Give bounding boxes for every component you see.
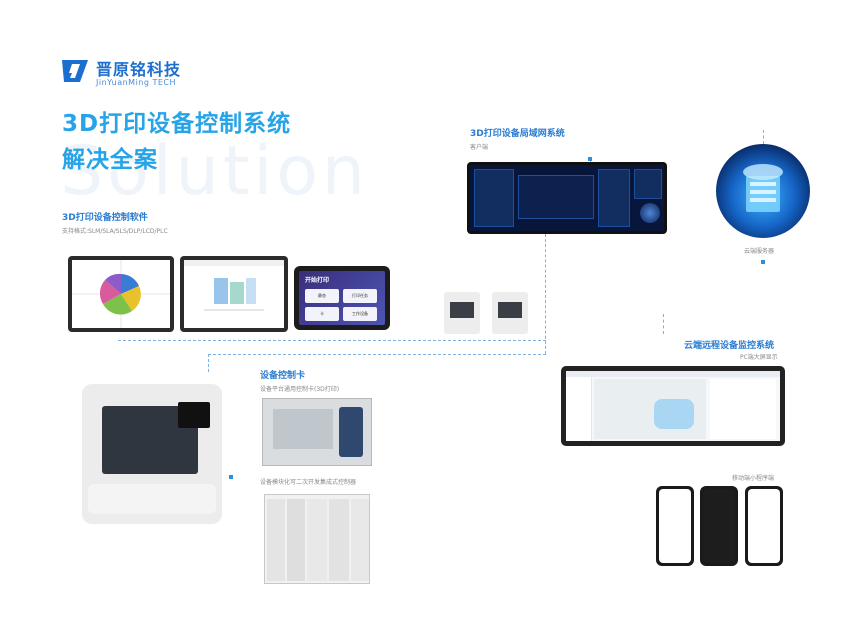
tablet-button-3[interactable]: 卡	[305, 307, 339, 321]
control-card-title: 设备控制卡	[260, 371, 306, 381]
connector-line	[763, 130, 764, 144]
cloud-caption: 云端服务器	[744, 248, 775, 255]
software-subtitle: 支持格式:SLM/SLA/SLS/DLP/LCD/PLC	[62, 228, 168, 235]
node-dot	[229, 475, 233, 479]
hero-title-line2: 解决全案	[62, 147, 158, 173]
tablet-button-4[interactable]: 工作设备	[343, 307, 377, 321]
model-visual	[184, 260, 284, 311]
pie-visual	[72, 260, 170, 328]
remote-dashboard	[561, 366, 785, 446]
modular-controller	[264, 494, 370, 584]
tablet-button-2[interactable]: 打印任务	[343, 289, 377, 303]
industrial-3d-printer	[82, 384, 222, 524]
mobile-phone-1	[656, 486, 694, 566]
software-monitor-1	[68, 256, 174, 332]
mobile-phone-3	[745, 486, 783, 566]
printer-small-2	[492, 292, 528, 334]
controller-caption: 设备模块化可二次开发集成式控制器	[260, 479, 357, 486]
control-tablet: 开始打印 静态 打印任务 卡 工作设备	[294, 266, 390, 330]
lan-title: 3D打印设备局域网系统	[470, 129, 565, 139]
remote-title: 云端远程设备监控系统	[684, 341, 775, 351]
brand-logo-icon	[62, 60, 88, 82]
software-monitor-2	[180, 256, 288, 332]
brand-name-en: JinYuanMing TECH	[96, 78, 177, 87]
tablet-button-1[interactable]: 静态	[305, 289, 339, 303]
connector-line	[118, 340, 546, 341]
connector-line	[208, 354, 546, 355]
solution-watermark: Solution	[60, 132, 370, 211]
node-dot	[761, 260, 765, 264]
control-card-subtitle: 设备平台通用控制卡(3D打印)	[260, 386, 340, 393]
software-title: 3D打印设备控制软件	[62, 213, 148, 223]
connector-line	[545, 234, 546, 354]
remote-subtitle: PC端大屏显示	[740, 354, 778, 361]
mobile-phone-2	[700, 486, 738, 566]
lan-dashboard	[467, 162, 667, 234]
brand-name-cn: 晋原铭科技	[96, 60, 182, 79]
connector-line	[208, 354, 209, 372]
tablet-header: 开始打印	[305, 277, 330, 284]
connector-line	[663, 314, 664, 334]
cloud-server-icon	[716, 144, 810, 238]
control-board	[262, 398, 372, 466]
lan-subtitle: 客户端	[470, 144, 489, 151]
hero-title-line1: 3D打印设备控制系统	[62, 111, 292, 137]
mobile-caption: 移动端小程序端	[732, 475, 775, 482]
printer-small-1	[444, 292, 480, 334]
node-dot	[588, 157, 592, 161]
